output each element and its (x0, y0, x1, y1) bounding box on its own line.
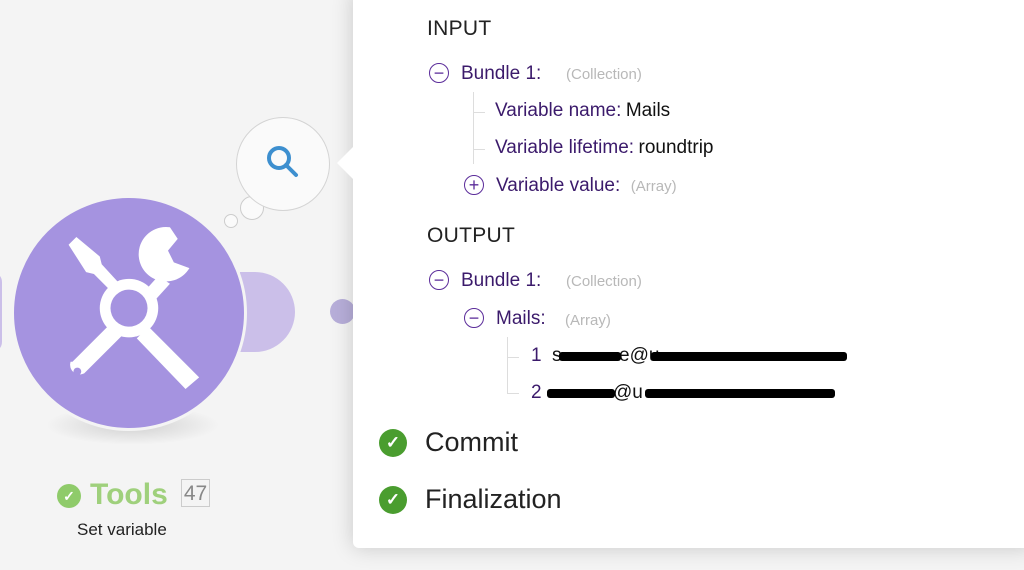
field-key: Variable value: (496, 175, 621, 196)
redaction-bar (651, 352, 847, 361)
tools-module[interactable] (11, 195, 247, 431)
inspector-panel (353, 0, 1024, 548)
tools-icon (68, 226, 200, 390)
redaction-bar (559, 352, 621, 361)
array-item: 2 @u (531, 382, 851, 406)
redaction-bar (645, 389, 835, 398)
item-value-fragment: e@u (619, 345, 660, 366)
tree-line (473, 149, 485, 150)
field-key: Variable name: (495, 100, 622, 121)
tree-line (507, 337, 508, 394)
field-row[interactable]: Variable value: (Array) (496, 175, 677, 197)
array-label[interactable]: Mails: (496, 308, 546, 329)
tree-line (473, 112, 485, 113)
item-value-fragment: @u (613, 382, 643, 403)
redaction-bar (547, 389, 615, 398)
tree-line (507, 357, 519, 358)
field-type: (Array) (630, 178, 677, 195)
input-bundle-type: (Collection) (566, 66, 642, 83)
field-value: Mails (625, 100, 671, 121)
stage-finalization[interactable]: Finalization (425, 484, 562, 514)
check-icon: ✓ (379, 486, 407, 514)
item-value-fragment: s (552, 345, 562, 366)
search-icon (267, 146, 298, 177)
stage-commit[interactable]: Commit (425, 427, 518, 457)
collapse-icon[interactable]: − (464, 308, 484, 328)
input-bundle-label[interactable]: Bundle 1: (461, 63, 542, 84)
item-index: 1 (531, 345, 542, 366)
item-index: 2 (531, 382, 542, 403)
module-count-badge: 47 (181, 479, 210, 507)
check-icon: ✓ (379, 429, 407, 457)
tree-line (473, 92, 474, 164)
connector-left (0, 272, 2, 352)
bubble-small (224, 214, 238, 228)
collapse-icon[interactable]: − (429, 63, 449, 83)
module-status-icon: ✓ (57, 484, 81, 508)
tree-line (507, 393, 519, 394)
output-bundle-label[interactable]: Bundle 1: (461, 270, 542, 291)
module-subtitle: Set variable (77, 520, 167, 539)
field-key: Variable lifetime: (495, 137, 635, 158)
inspect-bubble[interactable] (236, 117, 330, 211)
field-row: Variable lifetime: roundtrip (495, 137, 714, 159)
collapse-icon[interactable]: − (429, 270, 449, 290)
field-value: roundtrip (638, 137, 714, 158)
module-name: Tools (90, 478, 168, 511)
output-heading: OUTPUT (427, 224, 516, 247)
connector-right (240, 272, 295, 352)
field-row: Variable name: Mails (495, 100, 670, 122)
array-item: 1 s e@u (531, 345, 851, 369)
output-bundle-type: (Collection) (566, 273, 642, 290)
input-heading: INPUT (427, 17, 492, 40)
panel-pointer (337, 146, 354, 180)
expand-icon[interactable]: + (464, 175, 484, 195)
connector-dot (330, 299, 355, 324)
array-type: (Array) (565, 312, 611, 329)
